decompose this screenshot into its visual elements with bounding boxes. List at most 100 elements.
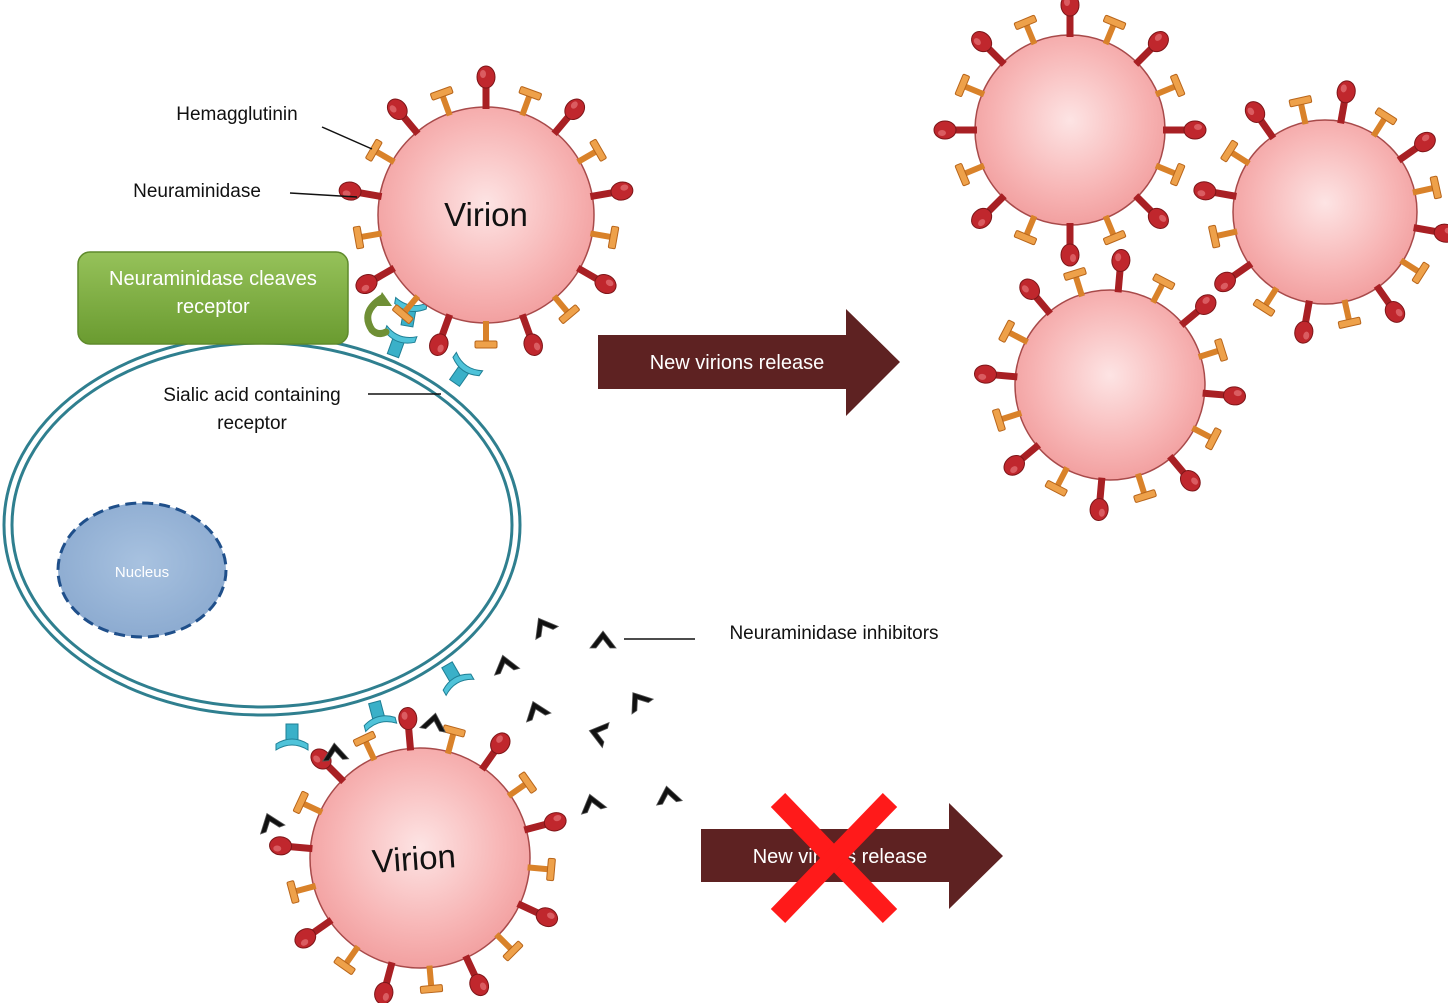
inhibitor-chevron-icon: [580, 793, 608, 815]
blocked-cross-icon: [770, 793, 898, 923]
neuraminidase-spike-icon: [333, 944, 361, 975]
release-top-label: New virions release: [650, 352, 825, 374]
neuraminidase-spike-icon: [998, 319, 1029, 345]
hemagglutinin-spike-icon: [1019, 278, 1053, 317]
hemagglutinin-spike-icon: [374, 961, 396, 1003]
hemagglutinin-spike-icon: [971, 193, 1007, 229]
inhibitors-label: Neuraminidase inhibitors: [729, 623, 938, 644]
hemagglutinin-spike-icon: [576, 264, 617, 295]
hemagglutinin-spike-icon: [1133, 193, 1169, 229]
neuraminidase-label: Neuraminidase: [133, 181, 261, 202]
hemagglutinin-spike-icon: [1244, 101, 1277, 141]
neuraminidase-spike-icon: [1102, 214, 1127, 246]
hemagglutinin-spike-icon: [1294, 300, 1314, 344]
neuraminidase-spike-icon: [551, 294, 580, 324]
neuraminidase-spike-icon: [430, 86, 454, 117]
neuraminidase-spike-icon: [474, 321, 498, 349]
neuraminidase-spike-icon: [1154, 162, 1186, 187]
hemagglutinin-label-group: Hemagglutinin: [176, 104, 373, 150]
neuraminidase-spike-icon: [1191, 425, 1222, 451]
neuraminidase-spike-icon: [392, 294, 421, 324]
inhibitor-chevron-icon: [418, 712, 447, 733]
released-virion-3: [973, 248, 1247, 522]
hemagglutinin-spike-icon: [589, 181, 634, 201]
hemagglutinin-spike-icon: [1178, 294, 1217, 328]
released-virion-1: [933, 0, 1207, 267]
hemagglutinin-spike-icon: [1413, 223, 1448, 243]
receptor-icon: [363, 700, 398, 733]
neuraminidase-spike-icon: [1154, 73, 1186, 98]
hemagglutinin-spike-icon: [338, 181, 383, 201]
receptor-icon: [384, 324, 418, 359]
hemagglutinin-spike-icon: [1193, 181, 1237, 201]
sialic-label-group: Sialic acid containing receptor: [163, 385, 441, 434]
neuraminidase-spike-icon: [1370, 107, 1398, 138]
hemagglutinin-spike-icon: [1202, 386, 1247, 406]
neuraminidase-spike-icon: [1337, 299, 1362, 329]
hemagglutinin-spike-icon: [1089, 477, 1109, 522]
hemagglutinin-spike-icon: [294, 917, 334, 949]
callout-line2: receptor: [176, 296, 250, 318]
neuraminidase-spike-icon: [1013, 14, 1038, 46]
neuraminidase-spike-icon: [1197, 338, 1228, 362]
hemagglutinin-spike-icon: [1396, 131, 1436, 164]
hemagglutinin-spike-icon: [1060, 223, 1080, 267]
hemagglutinin-spike-icon: [971, 31, 1007, 67]
inhibitor-chevron-icon: [535, 617, 560, 641]
inhibitors-label-group: Neuraminidase inhibitors: [624, 623, 939, 644]
inhibitor-chevron-icon: [631, 692, 655, 715]
neuraminidase-spike-icon: [292, 790, 324, 816]
hemagglutinin-spike-icon: [516, 900, 559, 928]
neuraminidase-inhibitors: [259, 617, 684, 835]
neuraminidase-spike-icon: [1063, 267, 1087, 298]
hemagglutinin-spike-icon: [429, 313, 454, 356]
neuraminidase-spike-icon: [286, 880, 317, 904]
neuraminidase-spike-icon: [352, 225, 383, 250]
receptor-icon: [441, 661, 475, 697]
callout-line1: Neuraminidase cleaves: [109, 268, 317, 290]
hemagglutinin-spike-icon: [1163, 120, 1207, 140]
neuraminidase-spike-icon: [518, 86, 542, 117]
hemagglutinin-spike-icon: [476, 65, 496, 109]
neuraminidase-spike-icon: [1412, 175, 1442, 200]
cleave-callout: Neuraminidase cleaves receptor: [77, 251, 349, 345]
hemagglutinin-spike-icon: [1133, 31, 1169, 67]
neuraminidase-spike-icon: [576, 139, 607, 165]
hemagglutinin-spike-icon: [355, 264, 396, 295]
neuraminidase-spike-icon: [1288, 95, 1313, 125]
hemagglutinin-spike-icon: [310, 748, 347, 785]
neuraminidase-spike-icon: [352, 730, 378, 762]
neuraminidase-spike-icon: [1044, 466, 1070, 497]
neuraminidase-spike-icon: [954, 162, 986, 187]
receptor-icon: [448, 351, 484, 388]
hemagglutinin-spike-icon: [398, 707, 418, 751]
hemagglutinin-spike-icon: [523, 812, 567, 834]
virion-top-label: Virion: [444, 196, 528, 233]
hemagglutinin-spike-icon: [933, 120, 977, 140]
sialic-label-line2: receptor: [217, 413, 287, 434]
virion-bottom-label: Virion: [371, 837, 457, 880]
inhibitor-chevron-icon: [655, 785, 684, 806]
hemagglutinin-spike-icon: [1167, 453, 1201, 492]
neuraminidase-spike-icon: [419, 965, 444, 994]
release-arrow-bottom: New virions release: [701, 803, 1003, 909]
neuraminidase-spike-icon: [1208, 224, 1238, 249]
hemagglutinin-spike-icon: [973, 364, 1018, 384]
neuraminidase-spike-icon: [1252, 286, 1280, 317]
neuraminidase-spike-icon: [1133, 472, 1157, 503]
hemagglutinin-spike-icon: [1060, 0, 1080, 37]
hemagglutinin-spike-icon: [1373, 283, 1406, 323]
inhibitor-chevron-icon: [259, 812, 286, 835]
neuraminidase-spike-icon: [365, 139, 396, 165]
neuraminidase-spike-icon: [527, 857, 556, 882]
neuraminidase-spike-icon: [1220, 139, 1251, 167]
hemagglutinin-spike-icon: [518, 313, 543, 356]
neuraminidase-spike-icon: [494, 932, 524, 962]
hemagglutinin-spike-icon: [386, 98, 421, 137]
neuraminidase-spike-icon: [992, 408, 1023, 432]
hemagglutinin-label: Hemagglutinin: [176, 104, 297, 125]
neuraminidase-spike-icon: [1399, 257, 1430, 285]
nucleus: Nucleus: [56, 501, 228, 639]
nucleus-label: Nucleus: [115, 564, 169, 581]
hemagglutinin-spike-icon: [551, 98, 586, 137]
